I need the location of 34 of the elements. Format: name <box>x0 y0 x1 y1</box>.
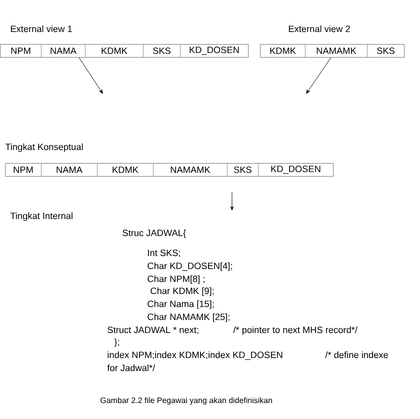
code-line: Struc JADWAL{ <box>122 229 186 238</box>
arrow <box>230 192 234 210</box>
table-cell: NAMA <box>41 163 98 176</box>
table-cell: KD_DOSEN <box>258 163 334 176</box>
code-line: Char NPM[8] ; <box>148 275 204 284</box>
code-line: for Jadwal*/ <box>107 364 156 372</box>
code-line: Char KD_DOSEN[4]; <box>148 262 232 271</box>
code-line: }; <box>114 338 119 347</box>
code-line: Char Nama [15]; <box>148 300 214 309</box>
code-line: Char KDMK [9]; <box>150 287 214 296</box>
table-cell: SKS <box>367 44 404 58</box>
table-cell: SKS <box>143 44 180 58</box>
code-line: /* define indexe <box>325 351 388 358</box>
code-line: Int SKS; <box>148 250 180 258</box>
table-cell: NAMAMK <box>153 163 228 176</box>
table-cell: KDMK <box>260 44 306 58</box>
arrow <box>78 57 103 94</box>
table-cell: NPM <box>0 44 42 58</box>
table-heading: Tingkat Konseptual <box>5 143 83 152</box>
table-heading: External view 2 <box>288 25 350 32</box>
table-cell: KD_DOSEN <box>180 44 248 58</box>
table-heading: External view 1 <box>10 25 72 32</box>
arrow <box>306 57 332 94</box>
table-cell: NAMAMK <box>305 44 368 58</box>
table-cell: KDMK <box>85 44 144 58</box>
level-heading: Tingkat Internal <box>10 212 72 221</box>
code-line: /* pointer to next MHS record*/ <box>233 326 358 335</box>
table-cell: SKS <box>227 163 258 176</box>
code-line: Struct JADWAL * next; <box>108 326 198 334</box>
code-line: index NPM;index KDMK;index KD_DOSEN <box>108 351 282 360</box>
table-cell: NPM <box>5 163 42 176</box>
code-line: Char NAMAMK [25]; <box>148 313 230 322</box>
table-cell: KDMK <box>97 163 154 176</box>
table-cell: NAMA <box>41 44 86 58</box>
